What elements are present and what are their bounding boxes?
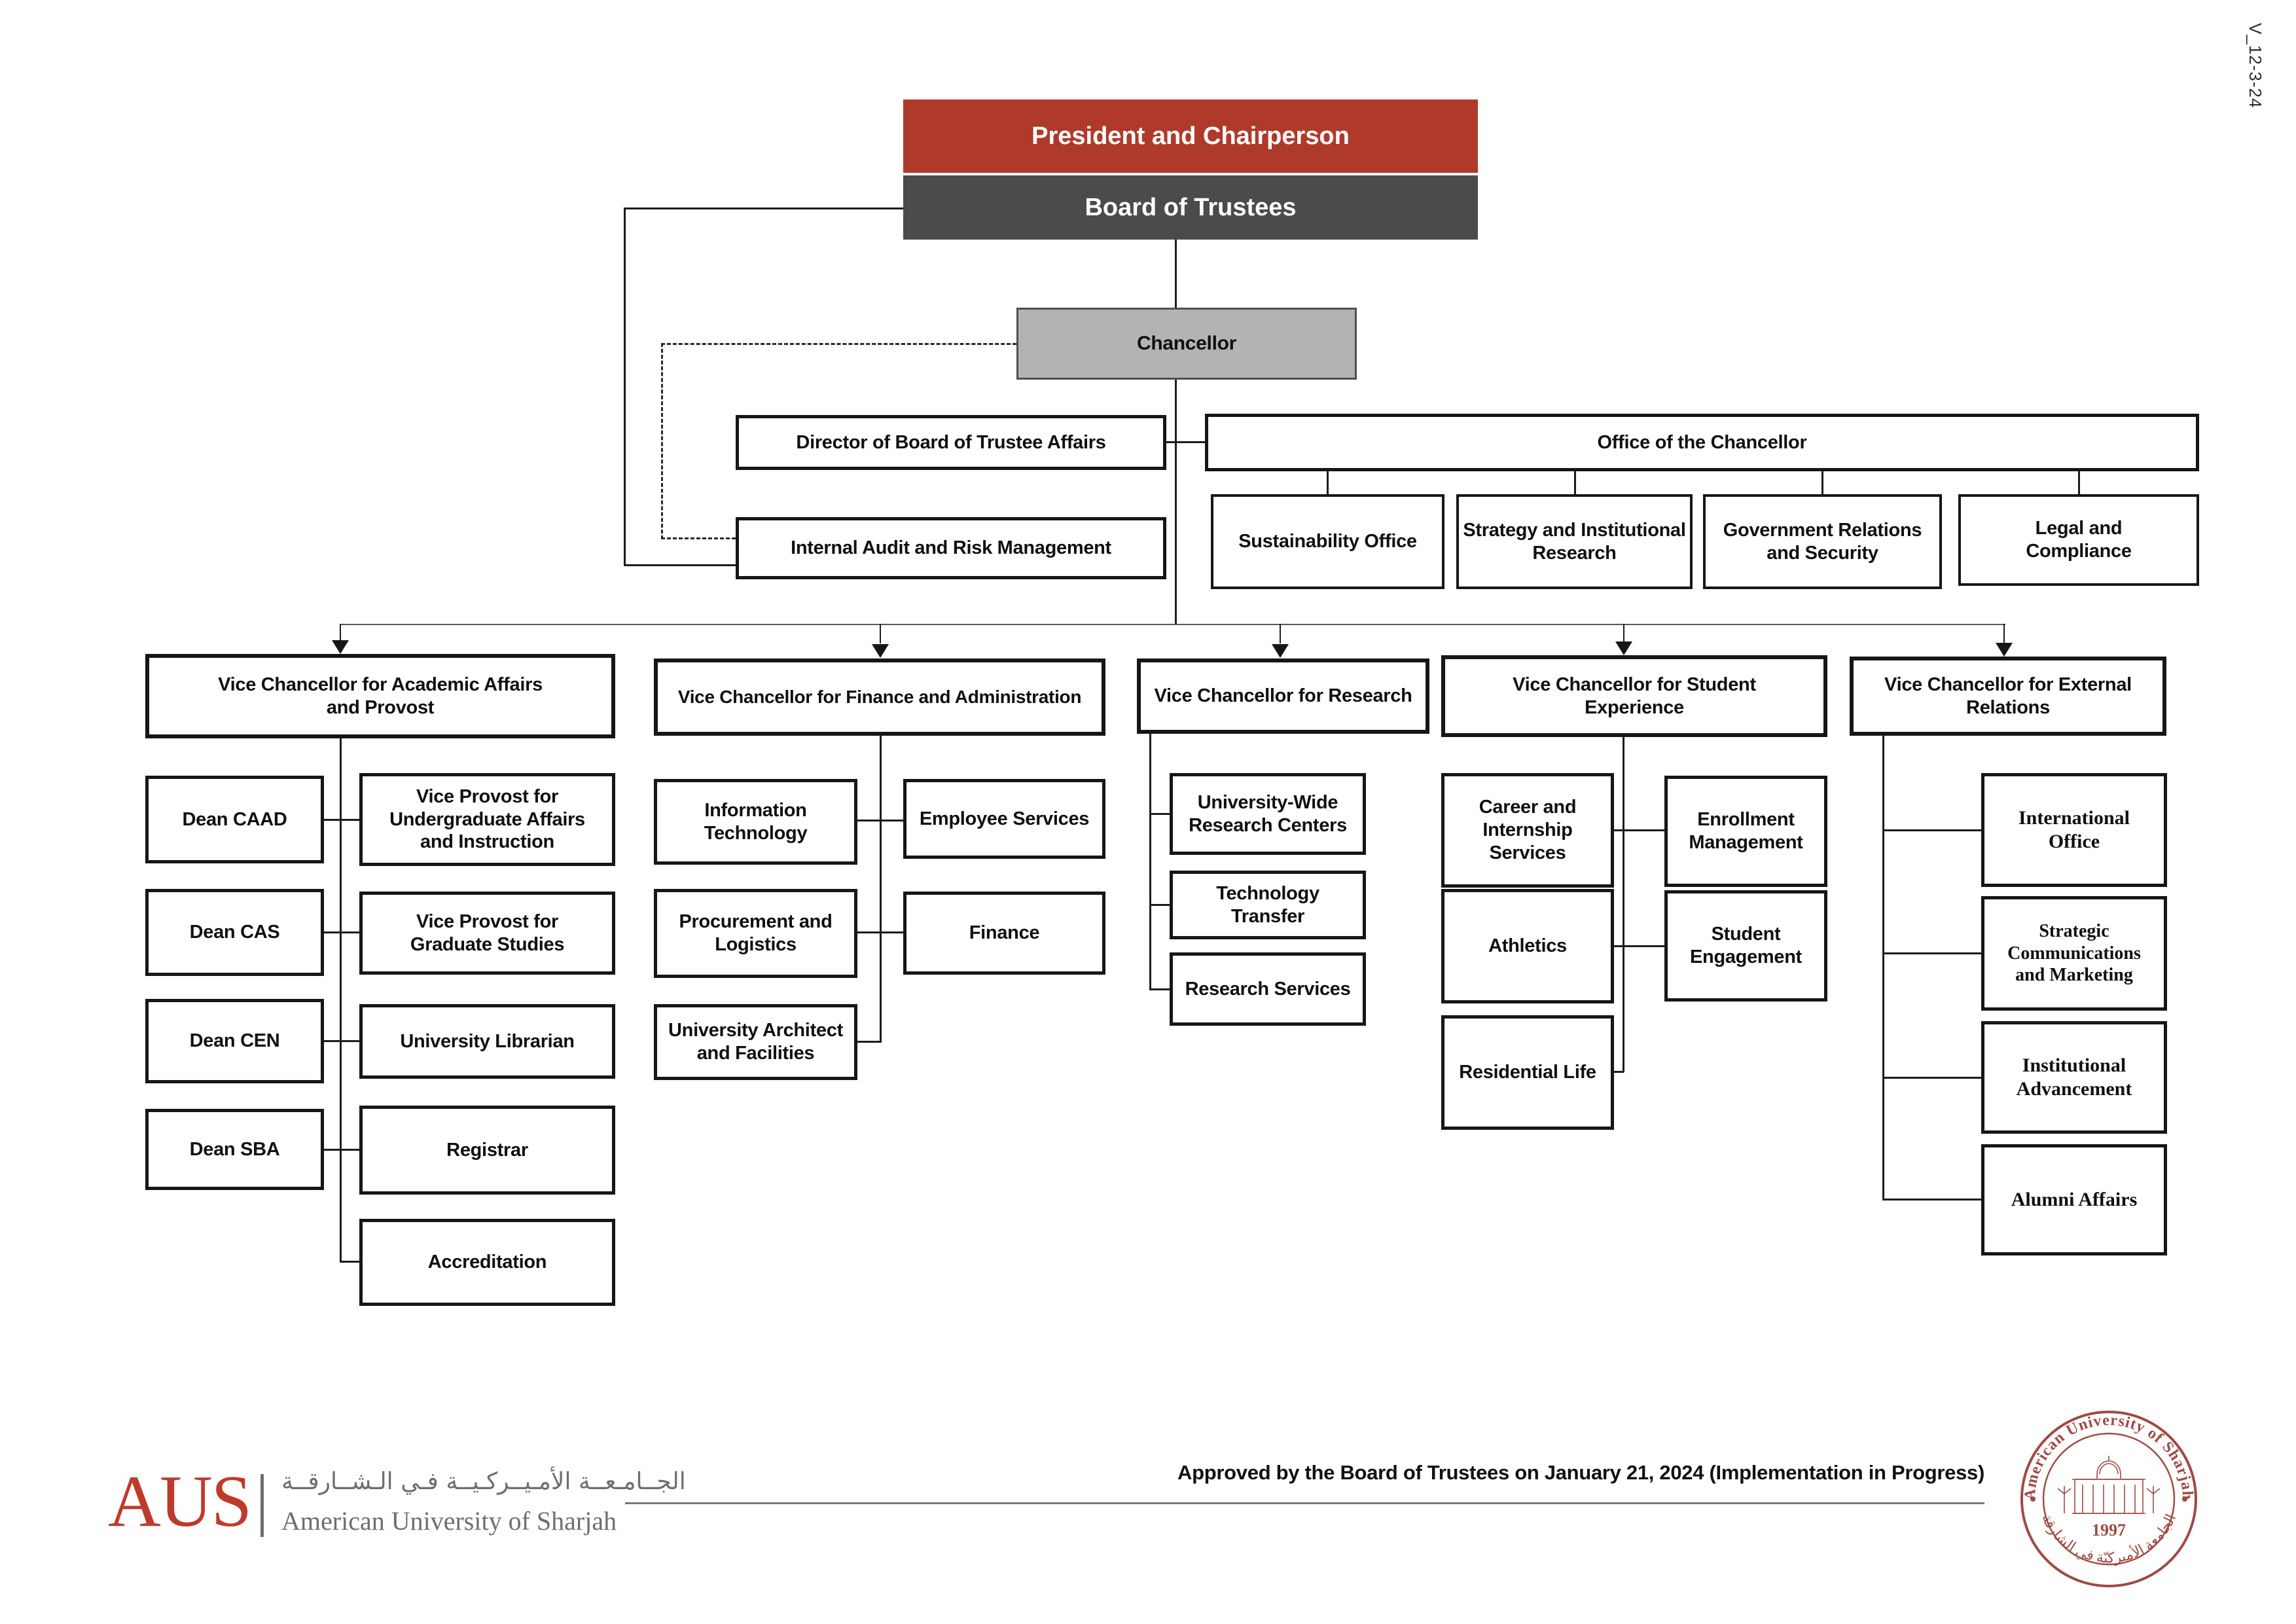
connector-office-government (1821, 471, 1823, 494)
node-student-engagement: Student Engagement (1664, 890, 1827, 1001)
connector-stub-student (1623, 624, 1624, 643)
stub-architect (857, 1041, 882, 1043)
connector-office-sustainability (1327, 471, 1329, 494)
node-research-services: Research Services (1170, 952, 1366, 1026)
stub-research-services (1149, 988, 1170, 990)
node-legal-compliance: Legal and Compliance (1958, 494, 2199, 586)
arrow-academic (332, 640, 349, 654)
stub-cas-vpgrad (324, 931, 359, 933)
connector-stub-academic (340, 624, 341, 643)
node-internal-audit: Internal Audit and Risk Management (736, 517, 1166, 579)
node-accreditation: Accreditation (359, 1219, 615, 1306)
spine-student (1623, 737, 1624, 1072)
arrow-external (1996, 643, 2013, 657)
node-dean-cen: Dean CEN (145, 999, 324, 1083)
spine-finance (880, 736, 882, 1042)
connector-chancellor-spine (1175, 380, 1177, 625)
node-university-wide-research-centers: University-Wide Research Centers (1170, 773, 1366, 855)
node-vc-external-relations: Vice Chancellor for External Relations (1850, 657, 2166, 736)
connector-chancellor-dashed-vertical (661, 343, 663, 539)
connector-vc-branch (340, 624, 2005, 625)
connector-board-internal-audit (624, 564, 736, 566)
connector-board-chancellor (1175, 240, 1177, 308)
node-university-architect-facilities: University Architect and Facilities (654, 1004, 857, 1080)
node-dean-sba: Dean SBA (145, 1109, 324, 1190)
stub-alumni (1882, 1199, 1981, 1200)
node-employee-services: Employee Services (903, 779, 1105, 859)
seal-building-icon (2057, 1456, 2161, 1514)
stub-international (1882, 829, 1981, 831)
node-university-librarian: University Librarian (359, 1004, 615, 1079)
node-vc-student-experience: Vice Chancellor for Student Experience (1441, 655, 1827, 737)
connector-office-legal (2078, 471, 2080, 494)
stub-it-employee (857, 820, 903, 821)
stub-athletics-engagement (1614, 945, 1664, 947)
stub-sba-registrar (324, 1149, 359, 1151)
stub-procurement-finance (857, 931, 903, 933)
node-registrar: Registrar (359, 1106, 615, 1195)
node-dean-caad: Dean CAAD (145, 776, 324, 863)
arrow-finance (872, 644, 889, 658)
stub-research-centers (1149, 813, 1170, 815)
connector-chancellor-internal-audit-dashed (661, 537, 736, 539)
connector-stub-finance (880, 624, 881, 643)
stub-tech-transfer (1149, 904, 1170, 906)
aus-logo-english: American University of Sharjah (281, 1506, 617, 1536)
spine-external (1882, 736, 1884, 1200)
stub-career-enrollment (1614, 829, 1664, 831)
connector-stub-external (2003, 624, 2005, 643)
node-vice-provost-undergraduate: Vice Provost for Undergraduate Affairs a… (359, 773, 615, 866)
arrow-research (1272, 644, 1289, 658)
node-sustainability-office: Sustainability Office (1211, 494, 1444, 589)
connector-director-office (1166, 441, 1205, 443)
node-information-technology: Information Technology (654, 779, 857, 865)
node-alumni-affairs: Alumni Affairs (1981, 1144, 2167, 1255)
node-president: President and Chairperson (903, 99, 1478, 173)
stub-advancement (1882, 1077, 1981, 1079)
stub-cen-librarian (324, 1040, 359, 1042)
node-vc-finance-administration: Vice Chancellor for Finance and Administ… (654, 659, 1105, 736)
node-enrollment-management: Enrollment Management (1664, 776, 1827, 887)
node-finance: Finance (903, 892, 1105, 975)
connector-stub-research (1280, 624, 1281, 643)
aus-logo-acronym: AUS (108, 1461, 252, 1542)
stub-stratcomm (1882, 952, 1981, 954)
node-vice-provost-graduate: Vice Provost for Graduate Studies (359, 892, 615, 975)
node-procurement-logistics: Procurement and Logistics (654, 889, 857, 978)
node-strategy-institutional-research: Strategy and Institutional Research (1456, 494, 1693, 589)
aus-logo-divider (260, 1474, 264, 1537)
stub-accreditation (340, 1261, 359, 1263)
spine-academic (340, 738, 342, 1262)
node-athletics: Athletics (1441, 889, 1614, 1003)
node-chancellor: Chancellor (1016, 308, 1357, 380)
version-label: V_12-3-24 (2246, 23, 2265, 109)
node-strategic-communications-marketing: Strategic Communications and Marketing (1981, 896, 2167, 1011)
aus-logo-arabic: الجــامـعــة الأمـيــركـيــة فـي الـشــا… (281, 1468, 686, 1495)
node-career-internship-services: Career and Internship Services (1441, 773, 1614, 888)
connector-office-strategy (1574, 471, 1576, 494)
node-technology-transfer: Technology Transfer (1170, 871, 1366, 939)
node-vc-academic-affairs: Vice Chancellor for Academic Affairs and… (145, 654, 615, 738)
arrow-student (1615, 641, 1632, 655)
node-vc-research: Vice Chancellor for Research (1137, 659, 1429, 734)
node-office-of-chancellor: Office of the Chancellor (1205, 414, 2199, 471)
node-international-office: International Office (1981, 773, 2167, 887)
stub-residential (1614, 1071, 1624, 1073)
connector-chancellor-dashed-top (661, 343, 1016, 345)
seal-year: 1997 (2092, 1521, 2126, 1540)
node-institutional-advancement: Institutional Advancement (1981, 1021, 2167, 1134)
node-board-of-trustees: Board of Trustees (903, 175, 1478, 240)
stub-caad-vpug (324, 819, 359, 821)
node-dean-cas: Dean CAS (145, 889, 324, 976)
spine-research (1149, 734, 1151, 990)
connector-board-left-vertical (624, 208, 626, 566)
footer-rule (625, 1502, 1984, 1504)
university-seal: American University of Sharjah الجامعة ا… (2020, 1411, 2197, 1587)
node-government-relations-security: Government Relations and Security (1703, 494, 1942, 589)
connector-board-left-top (624, 208, 903, 209)
approval-note: Approved by the Board of Trustees on Jan… (1177, 1461, 1984, 1484)
node-residential-life: Residential Life (1441, 1015, 1614, 1130)
node-director-bot-affairs: Director of Board of Trustee Affairs (736, 415, 1166, 470)
